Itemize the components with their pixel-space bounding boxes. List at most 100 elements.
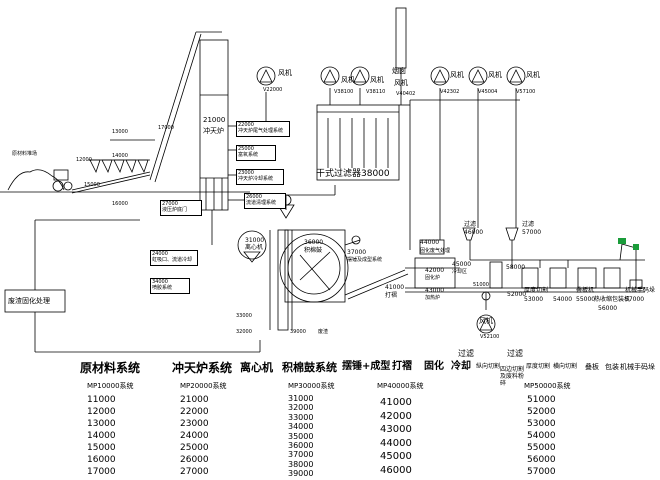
name-46000: 过滤 [464,221,477,228]
fan-label-3: 风机 [370,76,384,84]
code-32000: 32000 [236,329,252,335]
filter1-title: 过滤 [458,349,474,358]
code-43000: 43000 [425,287,445,294]
name-56000: 热收缩包装机 [594,296,631,303]
drum-sys: MP30000系统 [288,382,335,390]
filter2-title: 过滤 [507,349,523,358]
fan-code-4: V40402 [396,91,416,97]
fan-label-2: 风机 [341,76,355,84]
fan-label-4: 风机 [394,79,408,87]
thick-title: 厚度切割 [526,363,551,370]
robot-title: 机械手码垛 [620,363,655,371]
code-56000: 56000 [598,305,618,312]
edge-title: 四边切割及废料粉碎 [500,366,525,387]
code-14000: 14000 [112,153,128,159]
cure-sys: MP40000系统 [377,382,424,390]
code-13000: 13000 [112,129,128,135]
code-53000: 53000 [524,296,544,303]
drum-title: 积棉鼓系统 [282,361,337,374]
cupola-code: 21000 [203,116,226,124]
code-55000: 55000 [576,296,596,303]
cross-title: 横向切割 [553,363,578,370]
name-57000: 过滤 [522,221,535,228]
chimney-label: 烟囱 [392,67,406,75]
stack-title: 叠板 [585,363,599,371]
saw-title: 纵向切割 [476,363,501,370]
cupola-title: 冲天炉系统 [172,361,233,375]
cupola-name: 冲天炉 [203,127,224,135]
name-37000: 摆锤及成型系统 [347,257,383,263]
fan-label-1: 风机 [278,69,292,77]
pack-title: 包装 [605,363,619,371]
code-31000: 31000 [245,237,265,244]
cool-title: 冷却 [451,361,471,372]
code-57100: 57000 [625,296,645,303]
raw-title: 原材料系统 [80,361,141,375]
cut-sys: MP50000系统 [524,382,571,390]
box-23000: 23000 冲天炉冷却系统 [236,169,284,185]
code-41000: 41000 [385,284,405,291]
name-55000: 叠板机 [576,287,595,294]
raw-sys: MP10000系统 [87,382,134,390]
box-34000: 34000 喷胶系统 [150,278,190,294]
name-45000: 冷却区 [452,269,468,275]
pleat-title: 打褶 [392,361,412,372]
name-57100: 机械手码垛 [625,287,656,294]
fan-code-6: V45004 [478,89,498,95]
code-37000: 37000 [347,249,367,256]
code-57000: 57000 [522,229,542,236]
fan-code-7: V57100 [516,89,536,95]
box-27000: 27000 液压炉底门 [160,200,202,216]
name-43000: 加热炉 [425,295,441,301]
code-15000: 15000 [84,182,100,188]
raw-pile-label: 原材料堆场 [12,151,38,157]
fan-label-7: 风机 [526,71,540,79]
pendulum-title: 摆锤+成型 [342,361,391,372]
code-42000: 42000 [425,267,445,274]
name-53000: 厚度切割 [524,287,549,294]
name-36000: 积棉鼓 [304,247,323,254]
code-17000: 17000 [158,125,174,131]
cure-title: 固化 [424,361,444,372]
code-58000: 58000 [506,264,526,271]
box-26000: 26000 流道清理系统 [244,193,286,209]
code-12000: 12000 [76,157,92,163]
code-46000: 46000 [464,229,484,236]
waste-label: 废渣固化处理 [8,297,50,305]
code-44000: 44000 [420,239,440,246]
fan-code-5: V42302 [440,89,460,95]
filter-name: 干式过滤器38000 [316,169,390,179]
box-24000: 24000 虹吸口、流道冷却 [150,250,198,266]
cupola-sys: MP20000系统 [180,382,227,390]
name-31000: 离心机 [245,244,264,251]
fan-label-5: 风机 [450,71,464,79]
code-51000: 51000 [473,282,489,288]
code-36000: 36000 [304,239,324,246]
name-42000: 固化炉 [425,275,441,281]
name-44000: 固化废气处理 [420,248,451,254]
fan-label-6: 风机 [488,71,502,79]
fan-label-8: 风机 [479,317,493,325]
fan-code-1: V22000 [263,87,283,93]
box-25000: 25000 富氧系统 [236,145,276,161]
fan-code-3: V38110 [366,89,386,95]
code-54000: 54000 [553,296,573,303]
waste-water-label: 废渣 [318,329,329,335]
code-52000: 52000 [507,291,527,298]
fan-code-8: V52100 [480,334,500,340]
centrifuge-title: 离心机 [240,361,273,374]
code-16000: 16000 [112,201,128,207]
code-45000: 45000 [452,261,472,268]
fan-code-2: V38100 [334,89,354,95]
code-39000: 39000 [290,329,306,335]
box-22000: 22000 冲天炉尾气处理系统 [236,121,290,137]
name-41000: 打褶 [385,292,398,299]
code-33000: 33000 [236,313,252,319]
